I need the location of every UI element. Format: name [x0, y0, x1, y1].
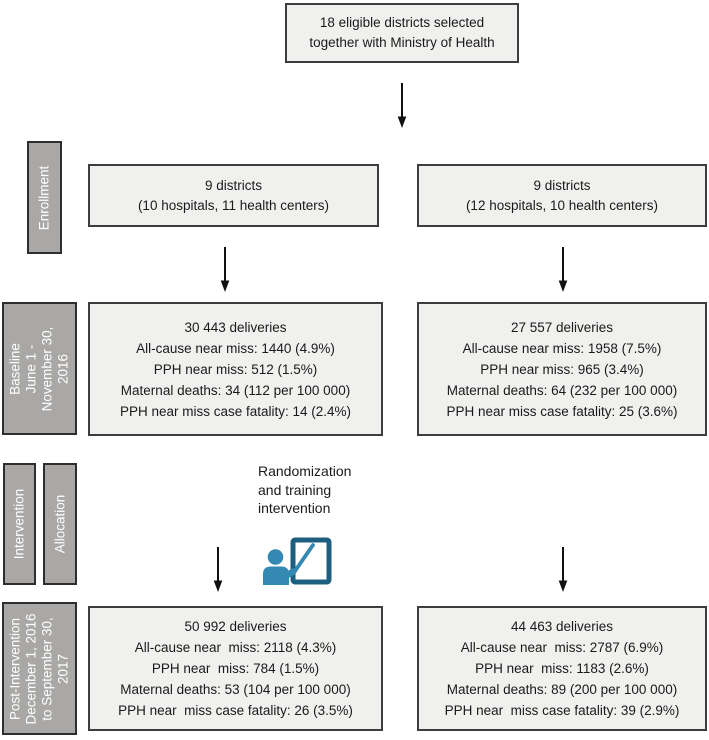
randomization-note-line: Randomization	[258, 463, 352, 479]
baseline-right-box: 27 557 deliveries All-cause near miss: 1…	[417, 302, 707, 436]
top-box-line: 18 eligible districts selected	[319, 15, 485, 30]
stage-label-text: to September 30,	[39, 616, 55, 721]
post-right-line: All-cause near miss: 2787 (6.9%)	[460, 640, 664, 655]
enrollment-right-box: 9 districts (12 hospitals, 10 health cen…	[417, 164, 707, 227]
arrow-down-icon	[397, 83, 407, 128]
stage-label-allocation: Allocation	[43, 463, 77, 585]
arrow-down-icon	[220, 247, 230, 292]
randomization-note-line: and training	[258, 481, 332, 498]
stage-label-text: 2017	[55, 653, 71, 684]
baseline-right-line: PPH near miss case fatality: 25 (3.6%)	[446, 403, 678, 419]
stage-label-text: 2016	[55, 353, 71, 384]
randomization-note: Randomization and training intervention	[258, 462, 388, 518]
baseline-left-line: PPH near miss: 512 (1.5%)	[153, 361, 318, 377]
training-presentation-icon	[263, 537, 332, 585]
stage-label-text: Baseline	[7, 342, 23, 395]
enrollment-left-box: 9 districts (10 hospitals, 11 health cen…	[88, 164, 379, 227]
stage-label-text: June 1 -	[23, 344, 39, 393]
stage-label-baseline: Baseline June 1 - November 30, 2016	[2, 302, 77, 435]
baseline-left-box: 30 443 deliveries All-cause near miss: 1…	[88, 302, 383, 436]
enrollment-right-line: 9 districts	[533, 177, 591, 193]
arrow-down-icon	[558, 547, 568, 592]
post-right-line: 44 463 deliveries	[510, 619, 614, 634]
post-right-line: Maternal deaths: 89 (200 per 100 000)	[446, 682, 678, 697]
post-left-line: 50 992 deliveries	[184, 619, 287, 634]
baseline-right-line: All-cause near miss: 1958 (7.5%)	[462, 340, 662, 356]
baseline-left-line: 30 443 deliveries	[184, 319, 287, 335]
stage-label-text: Post-Intervention	[7, 617, 23, 720]
randomization-note-line: intervention	[258, 500, 331, 516]
stage-label-enrollment: Enrollment	[27, 141, 62, 254]
stage-label-text: Enrollment	[36, 165, 52, 230]
stage-label-text: December 1, 2016	[23, 612, 39, 725]
top-box-line: together with Ministry of Health	[309, 35, 495, 50]
stage-label-text: Allocation	[52, 494, 68, 554]
post-left-box: 50 992 deliveries All-cause near miss: 2…	[88, 606, 383, 731]
post-left-line: PPH near miss: 784 (1.5%)	[151, 661, 320, 676]
stage-label-text: Intervention	[11, 488, 27, 560]
arrow-down-icon	[213, 547, 223, 592]
post-left-line: All-cause near miss: 2118 (4.3%)	[134, 640, 337, 655]
stage-label-intervention: Intervention	[3, 463, 36, 585]
baseline-left-line: PPH near miss case fatality: 14 (2.4%)	[119, 403, 352, 419]
top-box: 18 eligible districts selected together …	[285, 3, 519, 63]
baseline-right-line: Maternal deaths: 64 (232 per 100 000)	[446, 382, 678, 398]
enrollment-left-line: 9 districts	[204, 177, 262, 193]
post-right-box: 44 463 deliveries All-cause near miss: 2…	[417, 606, 707, 731]
enrollment-left-line: (10 hospitals, 11 health centers)	[137, 197, 330, 213]
enrollment-right-line: (12 hospitals, 10 health centers)	[465, 197, 659, 213]
arrow-down-icon	[558, 247, 568, 292]
baseline-left-line: Maternal deaths: 34 (112 per 100 000)	[120, 382, 351, 398]
post-right-line: PPH near miss: 1183 (2.6%)	[475, 661, 649, 676]
baseline-right-line: PPH near miss: 965 (3.4%)	[480, 361, 644, 377]
stage-label-post-intervention: Post-Intervention December 1, 2016 to Se…	[2, 602, 77, 735]
post-right-line: PPH near miss case fatality: 39 (2.9%)	[444, 703, 680, 718]
stage-label-text: November 30,	[39, 326, 55, 411]
post-left-line: Maternal deaths: 53 (104 per 100 000)	[120, 682, 351, 697]
baseline-right-line: 27 557 deliveries	[510, 319, 614, 335]
post-left-line: PPH near miss case fatality: 26 (3.5%)	[118, 703, 353, 718]
baseline-left-line: All-cause near miss: 1440 (4.9%)	[136, 340, 335, 356]
